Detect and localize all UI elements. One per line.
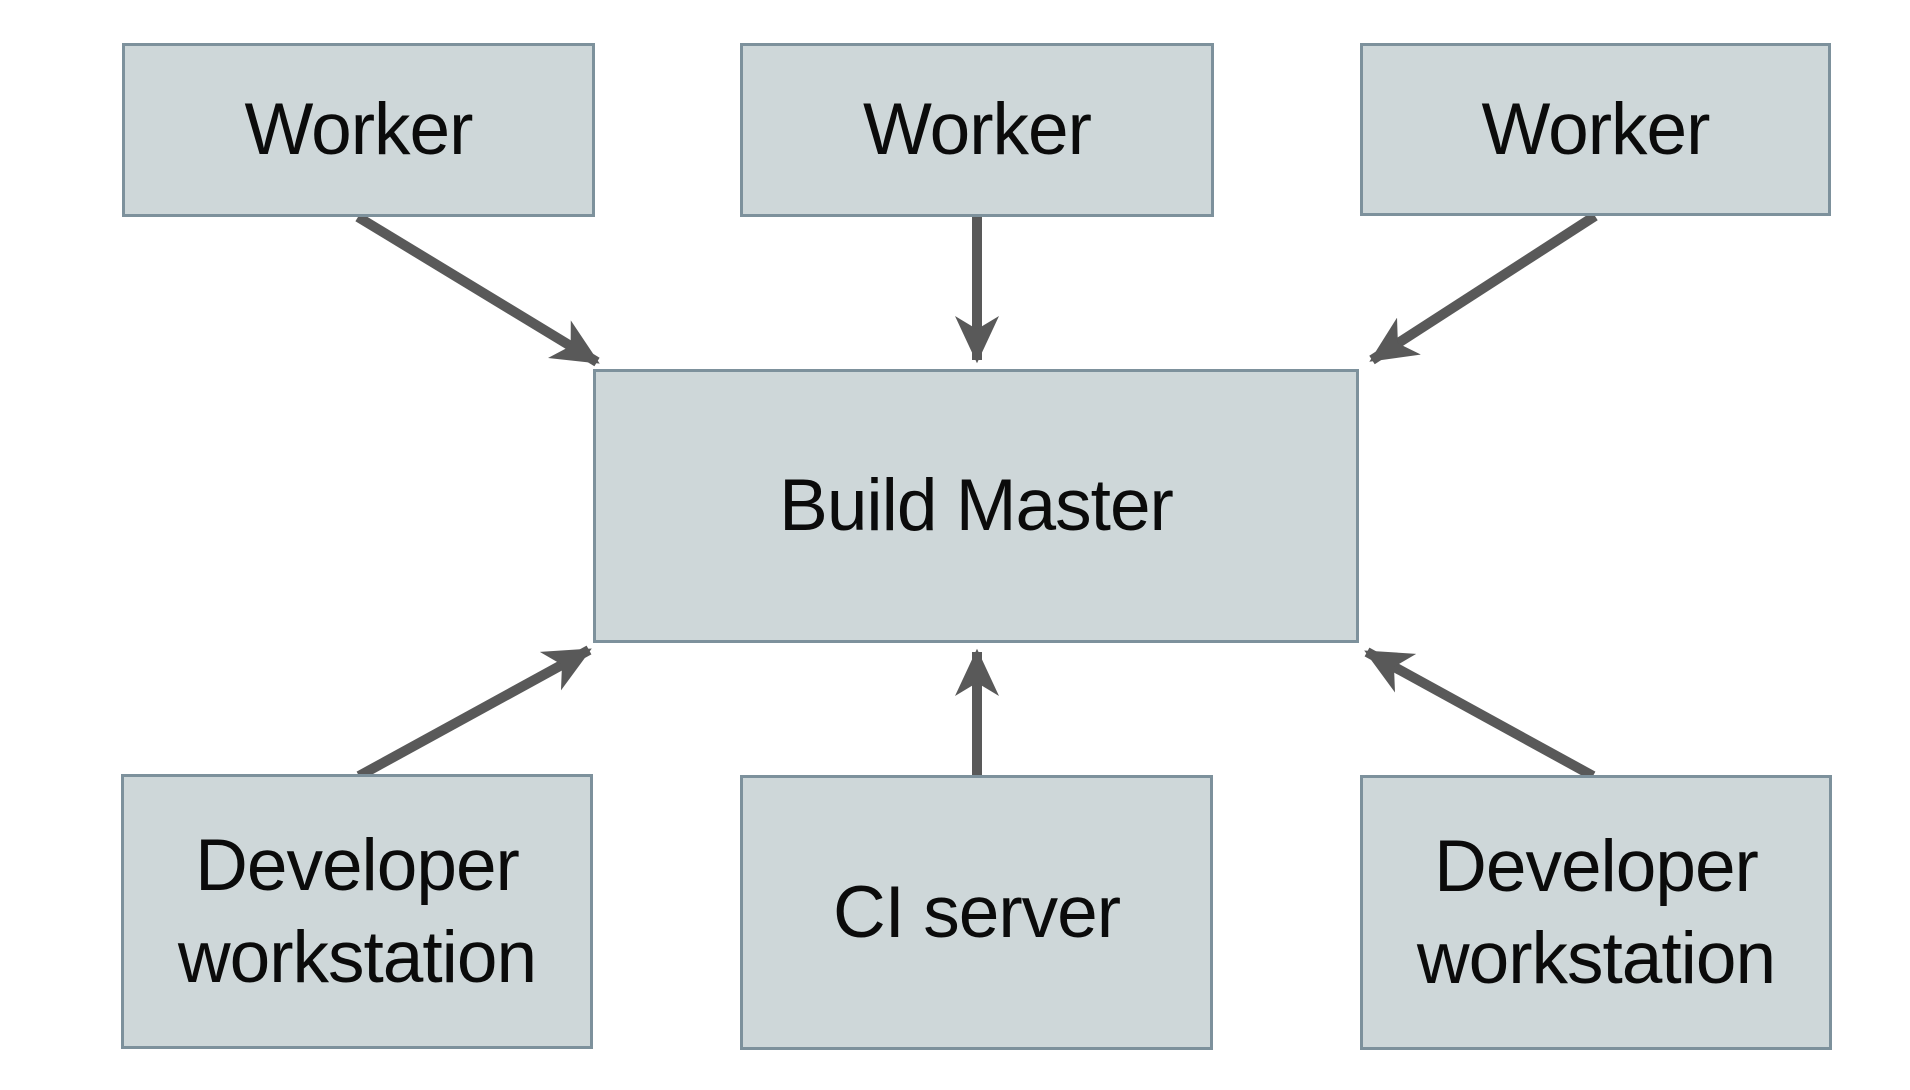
node-worker-3-label: Worker <box>1481 88 1711 170</box>
node-worker-2-label: Worker <box>863 89 1092 171</box>
node-worker-1-label: Worker <box>244 89 474 171</box>
node-build-master: Build Master <box>593 369 1359 643</box>
edge-worker-3-to-build-master <box>1369 211 1598 365</box>
edge-worker-1-to-build-master <box>355 212 600 367</box>
node-worker-1: Worker <box>122 43 595 217</box>
edge-dev-workstation-left-to-build-master <box>356 645 592 781</box>
node-developer-workstation-right-label: Developer workstation <box>1416 825 1776 999</box>
edge-dev-workstation-right-to-build-master <box>1364 647 1596 781</box>
node-worker-3: Worker <box>1360 43 1831 216</box>
node-build-master-label: Build Master <box>779 465 1174 547</box>
node-ci-server-label: CI server <box>832 871 1121 953</box>
node-developer-workstation-right: Developer workstation <box>1360 775 1832 1050</box>
node-developer-workstation-left-label: Developer workstation <box>177 824 537 998</box>
node-developer-workstation-left: Developer workstation <box>121 774 593 1049</box>
node-ci-server: CI server <box>740 775 1213 1050</box>
node-worker-2: Worker <box>740 43 1214 217</box>
